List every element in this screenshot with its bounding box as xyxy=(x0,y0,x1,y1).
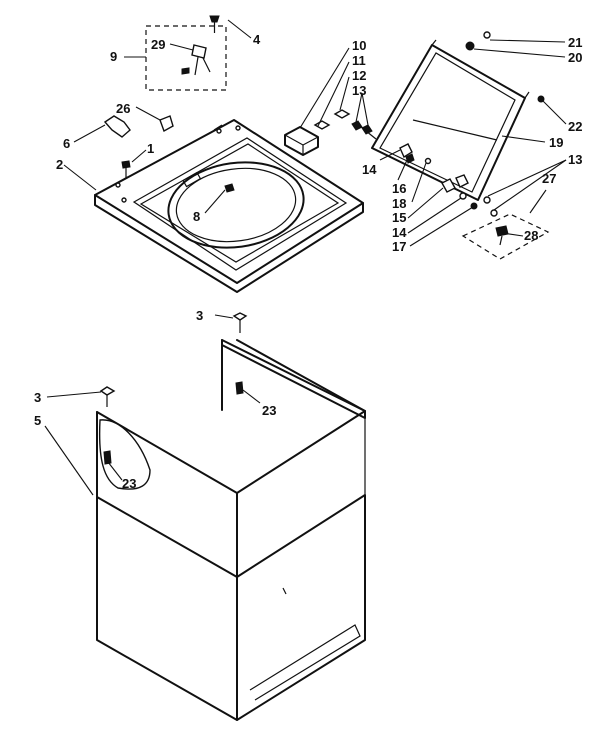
callout-23-lower: 23 xyxy=(122,476,136,491)
callout-10: 10 xyxy=(352,38,366,53)
callout-28: 28 xyxy=(524,228,538,243)
callout-21: 21 xyxy=(568,35,582,50)
callout-labels: 4 29 9 26 6 1 2 8 10 11 12 13 21 20 22 1… xyxy=(34,32,582,491)
callout-12: 12 xyxy=(352,68,366,83)
callout-20: 20 xyxy=(568,50,582,65)
callout-9: 9 xyxy=(110,49,117,64)
callout-11: 11 xyxy=(352,53,366,68)
callout-8: 8 xyxy=(193,209,200,224)
hinge-assembly xyxy=(284,109,377,156)
callout-26: 26 xyxy=(116,101,130,116)
callout-16: 16 xyxy=(392,181,406,196)
callout-3-lower: 3 xyxy=(34,390,41,405)
group-box-27 xyxy=(461,213,550,260)
callout-1: 1 xyxy=(147,141,154,156)
callout-13-lid: 13 xyxy=(568,152,582,167)
callout-3-upper: 3 xyxy=(196,308,203,323)
callout-29: 29 xyxy=(151,37,165,52)
callout-2: 2 xyxy=(56,157,63,172)
leader-lines xyxy=(44,19,567,496)
callout-15: 15 xyxy=(392,210,406,225)
callout-14-upper: 14 xyxy=(362,162,377,177)
callout-5: 5 xyxy=(34,413,41,428)
cabinet xyxy=(96,339,366,721)
lid xyxy=(371,39,530,201)
callout-4: 4 xyxy=(253,32,261,47)
callout-19: 19 xyxy=(549,135,563,150)
callout-6: 6 xyxy=(63,136,70,151)
callout-23-upper: 23 xyxy=(262,403,276,418)
callout-13-hinge: 13 xyxy=(352,83,366,98)
callout-18: 18 xyxy=(392,196,406,211)
group-box-9 xyxy=(145,25,227,91)
top-panel xyxy=(94,119,364,293)
small-parts xyxy=(99,15,545,465)
callout-14-lower: 14 xyxy=(392,225,407,240)
callout-27: 27 xyxy=(542,171,556,186)
callout-22: 22 xyxy=(568,119,582,134)
callout-17: 17 xyxy=(392,239,406,254)
